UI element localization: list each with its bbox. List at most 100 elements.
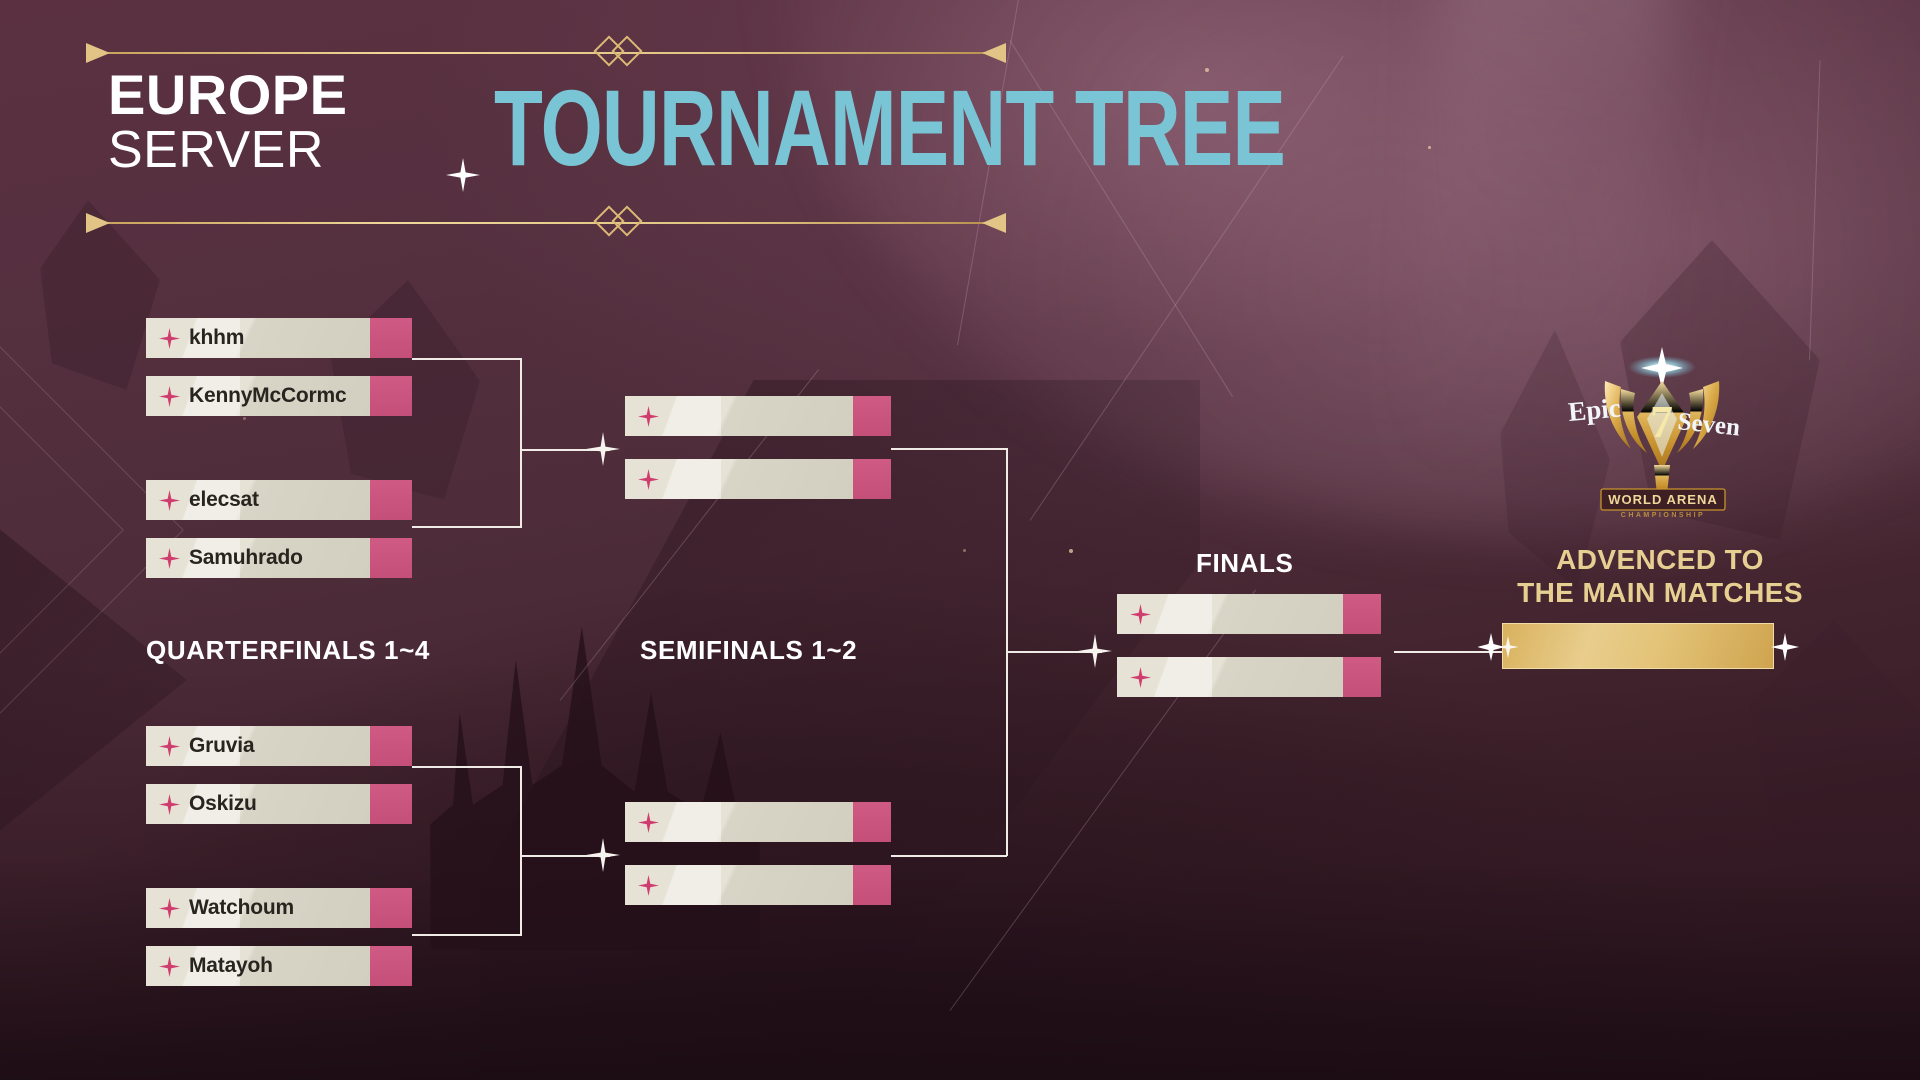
player-name: Samuhrado <box>189 546 303 569</box>
background-speck <box>1428 146 1431 149</box>
connector-qf1-horizontal <box>412 358 522 360</box>
page-header: EUROPE SERVER TOURNAMENT TREE <box>86 35 1286 237</box>
player-star-icon <box>638 405 659 427</box>
bracket-slot-qf1-p1[interactable]: khhm <box>146 318 412 358</box>
background-speck <box>963 549 966 552</box>
slot-score-cap <box>370 784 412 824</box>
slot-body: Gruvia <box>146 726 370 766</box>
advance-caption: ADVENCED TO THE MAIN MATCHES <box>1430 543 1890 609</box>
player-star-icon <box>1130 666 1151 688</box>
slot-body: Matayoh <box>146 946 370 986</box>
slot-score-cap <box>853 459 891 499</box>
bracket-slot-qf2-p2[interactable]: Samuhrado <box>146 538 412 578</box>
header-arrow-icon <box>86 213 110 233</box>
connector-sf2-horizontal <box>891 855 1007 857</box>
slot-score-cap <box>370 318 412 358</box>
logo-banner-text: WORLD ARENA <box>1608 492 1717 507</box>
slot-score-cap <box>853 396 891 436</box>
bracket-slot-sf2-p2[interactable] <box>625 865 891 905</box>
player-star-icon <box>159 955 180 977</box>
player-star-icon <box>159 327 180 349</box>
connector-sparkle-icon <box>586 838 620 877</box>
bracket-slot-final-p1[interactable] <box>1117 594 1381 634</box>
logo-text-epic: Epic <box>1567 393 1622 427</box>
connector-sparkle-icon <box>1078 634 1112 673</box>
winner-sparkle-icon <box>1768 632 1802 667</box>
advance-line-1: ADVENCED TO <box>1556 544 1764 575</box>
player-star-icon <box>159 547 180 569</box>
slot-body <box>625 396 853 436</box>
slot-body <box>625 865 853 905</box>
round-label-quarterfinals: QUARTERFINALS 1~4 <box>146 635 430 665</box>
player-name: khhm <box>189 326 245 349</box>
winner-sparkle-icon <box>1477 632 1519 667</box>
header-star-icon <box>446 158 480 192</box>
slot-body: elecsat <box>146 480 370 520</box>
player-name: Gruvia <box>189 734 255 757</box>
slot-score-cap <box>370 726 412 766</box>
slot-body: Samuhrado <box>146 538 370 578</box>
slot-score-cap <box>853 802 891 842</box>
bracket-slot-qf3-p2[interactable]: Oskizu <box>146 784 412 824</box>
slot-score-cap <box>1343 657 1381 697</box>
player-name: Watchoum <box>189 896 294 919</box>
connector-to-sf1 <box>520 449 610 451</box>
player-star-icon <box>638 811 659 833</box>
player-star-icon <box>159 735 180 757</box>
player-star-icon <box>1130 603 1151 625</box>
bracket-slot-sf1-p1[interactable] <box>625 396 891 436</box>
bracket-slot-qf4-p1[interactable]: Watchoum <box>146 888 412 928</box>
championship-logo: Epic 7 Seven WORLD ARENA CHAMPIONSHIP <box>1555 345 1770 520</box>
player-name: Matayoh <box>189 954 273 977</box>
logo-banner-subtext: CHAMPIONSHIP <box>1621 512 1705 519</box>
slot-score-cap <box>370 888 412 928</box>
slot-score-cap <box>1343 594 1381 634</box>
winner-slot[interactable] <box>1502 623 1774 669</box>
logo-text-seven: Seven <box>1676 408 1741 441</box>
connector-sf1-horizontal <box>891 448 1007 450</box>
round-label-finals: FINALS <box>1196 548 1294 578</box>
bracket-slot-qf1-p2[interactable]: KennyMcCormc <box>146 376 412 416</box>
slot-score-cap <box>370 376 412 416</box>
slot-score-cap <box>370 538 412 578</box>
bracket-slot-qf2-p1[interactable]: elecsat <box>146 480 412 520</box>
server-label: SERVER <box>108 120 324 179</box>
connector-sparkle-icon <box>586 432 620 471</box>
slot-score-cap <box>370 480 412 520</box>
background-speck <box>1205 68 1209 72</box>
player-star-icon <box>159 897 180 919</box>
slot-score-cap <box>370 946 412 986</box>
header-arrow-icon <box>86 43 110 63</box>
player-star-icon <box>638 468 659 490</box>
bracket-slot-qf4-p2[interactable]: Matayoh <box>146 946 412 986</box>
header-arrow-icon <box>982 43 1006 63</box>
slot-body: KennyMcCormc <box>146 376 370 416</box>
slot-body: Oskizu <box>146 784 370 824</box>
player-name: elecsat <box>189 488 259 511</box>
player-star-icon <box>638 874 659 896</box>
bracket-slot-qf3-p1[interactable]: Gruvia <box>146 726 412 766</box>
bracket-slot-sf2-p1[interactable] <box>625 802 891 842</box>
connector-qf4-horizontal <box>412 934 522 936</box>
header-rule-top <box>108 52 998 54</box>
player-star-icon <box>159 385 180 407</box>
bracket-slot-final-p2[interactable] <box>1117 657 1381 697</box>
slot-body <box>625 459 853 499</box>
connector-qf2-horizontal <box>412 526 522 528</box>
advance-line-2: THE MAIN MATCHES <box>1517 577 1803 609</box>
bracket-slot-sf1-p2[interactable] <box>625 459 891 499</box>
connector-qf3-horizontal <box>412 766 522 768</box>
player-name: Oskizu <box>189 792 257 815</box>
slot-body <box>1117 657 1343 697</box>
page-title: TOURNAMENT TREE <box>494 67 1286 188</box>
logo-text-seven-numeral: 7 <box>1650 396 1673 447</box>
connector-final-to-winner <box>1394 651 1514 653</box>
slot-body: khhm <box>146 318 370 358</box>
slot-body <box>625 802 853 842</box>
connector-qf-bottom-vertical <box>520 766 522 934</box>
player-name: KennyMcCormc <box>189 384 347 407</box>
server-heading: EUROPE SERVER <box>108 67 348 179</box>
player-star-icon <box>159 793 180 815</box>
